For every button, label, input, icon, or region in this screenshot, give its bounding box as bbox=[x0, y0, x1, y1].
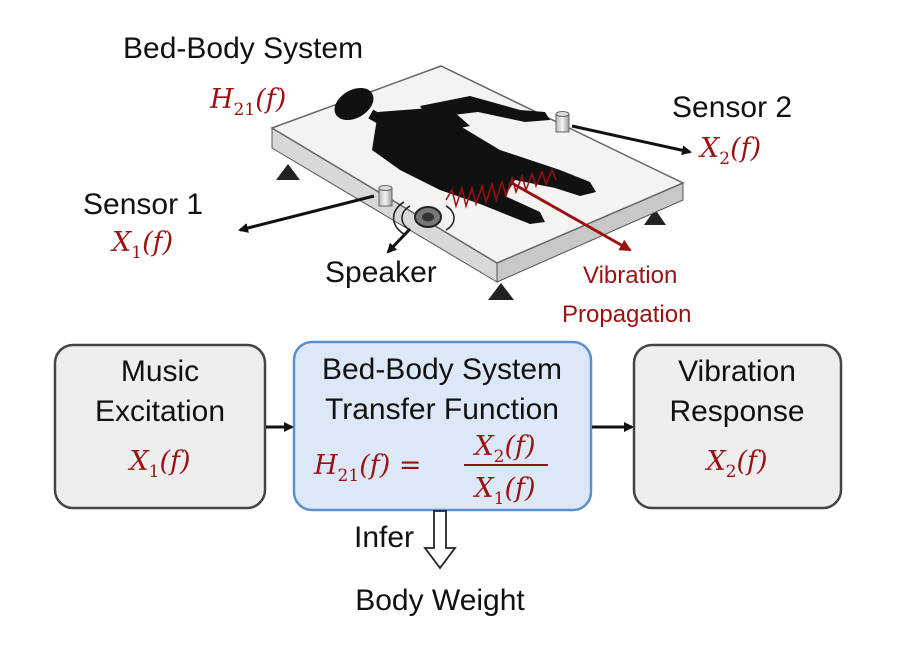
speaker-label: Speaker bbox=[325, 256, 437, 289]
speaker-device bbox=[392, 201, 455, 235]
box1-line1: Music bbox=[121, 355, 199, 388]
bed-foot bbox=[488, 283, 514, 300]
box3-line2: Response bbox=[669, 395, 804, 428]
music-excitation-box: Music Excitation X1(f) bbox=[53, 343, 267, 510]
speaker-arrow bbox=[386, 227, 412, 254]
sensor-2-label: Sensor 2 bbox=[672, 91, 792, 124]
bed-body-system-label: Bed-Body System bbox=[123, 32, 363, 65]
box2-line2: Transfer Function bbox=[325, 393, 559, 426]
person-silhouette bbox=[334, 87, 596, 224]
box3-math: X2(f) bbox=[704, 446, 767, 482]
bed-illustration bbox=[270, 65, 685, 300]
sensor-1-math: X1(f) bbox=[110, 227, 173, 263]
sensor-2-arrow bbox=[571, 124, 692, 156]
vibration-propagation-line1: Vibration bbox=[583, 262, 677, 289]
box2-math-numerator: X2(f) bbox=[472, 431, 535, 467]
sensor-1-device bbox=[378, 185, 393, 207]
box2-math-denominator: X1(f) bbox=[472, 473, 535, 509]
sensor-1-arrow bbox=[238, 194, 375, 233]
sensor-2-math: X2(f) bbox=[698, 133, 761, 169]
transfer-function-box: Bed-Body System Transfer Function H21(f)… bbox=[292, 340, 593, 512]
sensor-1-label: Sensor 1 bbox=[83, 188, 203, 221]
vibration-response-box: Vibration Response X2(f) bbox=[632, 343, 843, 510]
vibration-wave bbox=[445, 168, 557, 209]
bed-foot bbox=[276, 164, 300, 180]
box2-line1: Bed-Body System bbox=[322, 353, 562, 386]
box3-line1: Vibration bbox=[678, 355, 796, 388]
vibration-propagation-line2: Propagation bbox=[562, 301, 691, 328]
body-weight-label: Body Weight bbox=[355, 584, 525, 617]
infer-label: Infer bbox=[354, 521, 414, 554]
h21-label: H21(f) bbox=[209, 84, 286, 120]
box1-line2: Excitation bbox=[95, 395, 225, 428]
bed-foot bbox=[644, 209, 666, 225]
infer-arrow bbox=[423, 510, 457, 570]
box2-math-lhs: H21(f) = bbox=[313, 450, 421, 486]
box1-math: X1(f) bbox=[127, 446, 190, 482]
sensor-2-device bbox=[555, 111, 570, 133]
vibration-arrow bbox=[509, 180, 632, 252]
